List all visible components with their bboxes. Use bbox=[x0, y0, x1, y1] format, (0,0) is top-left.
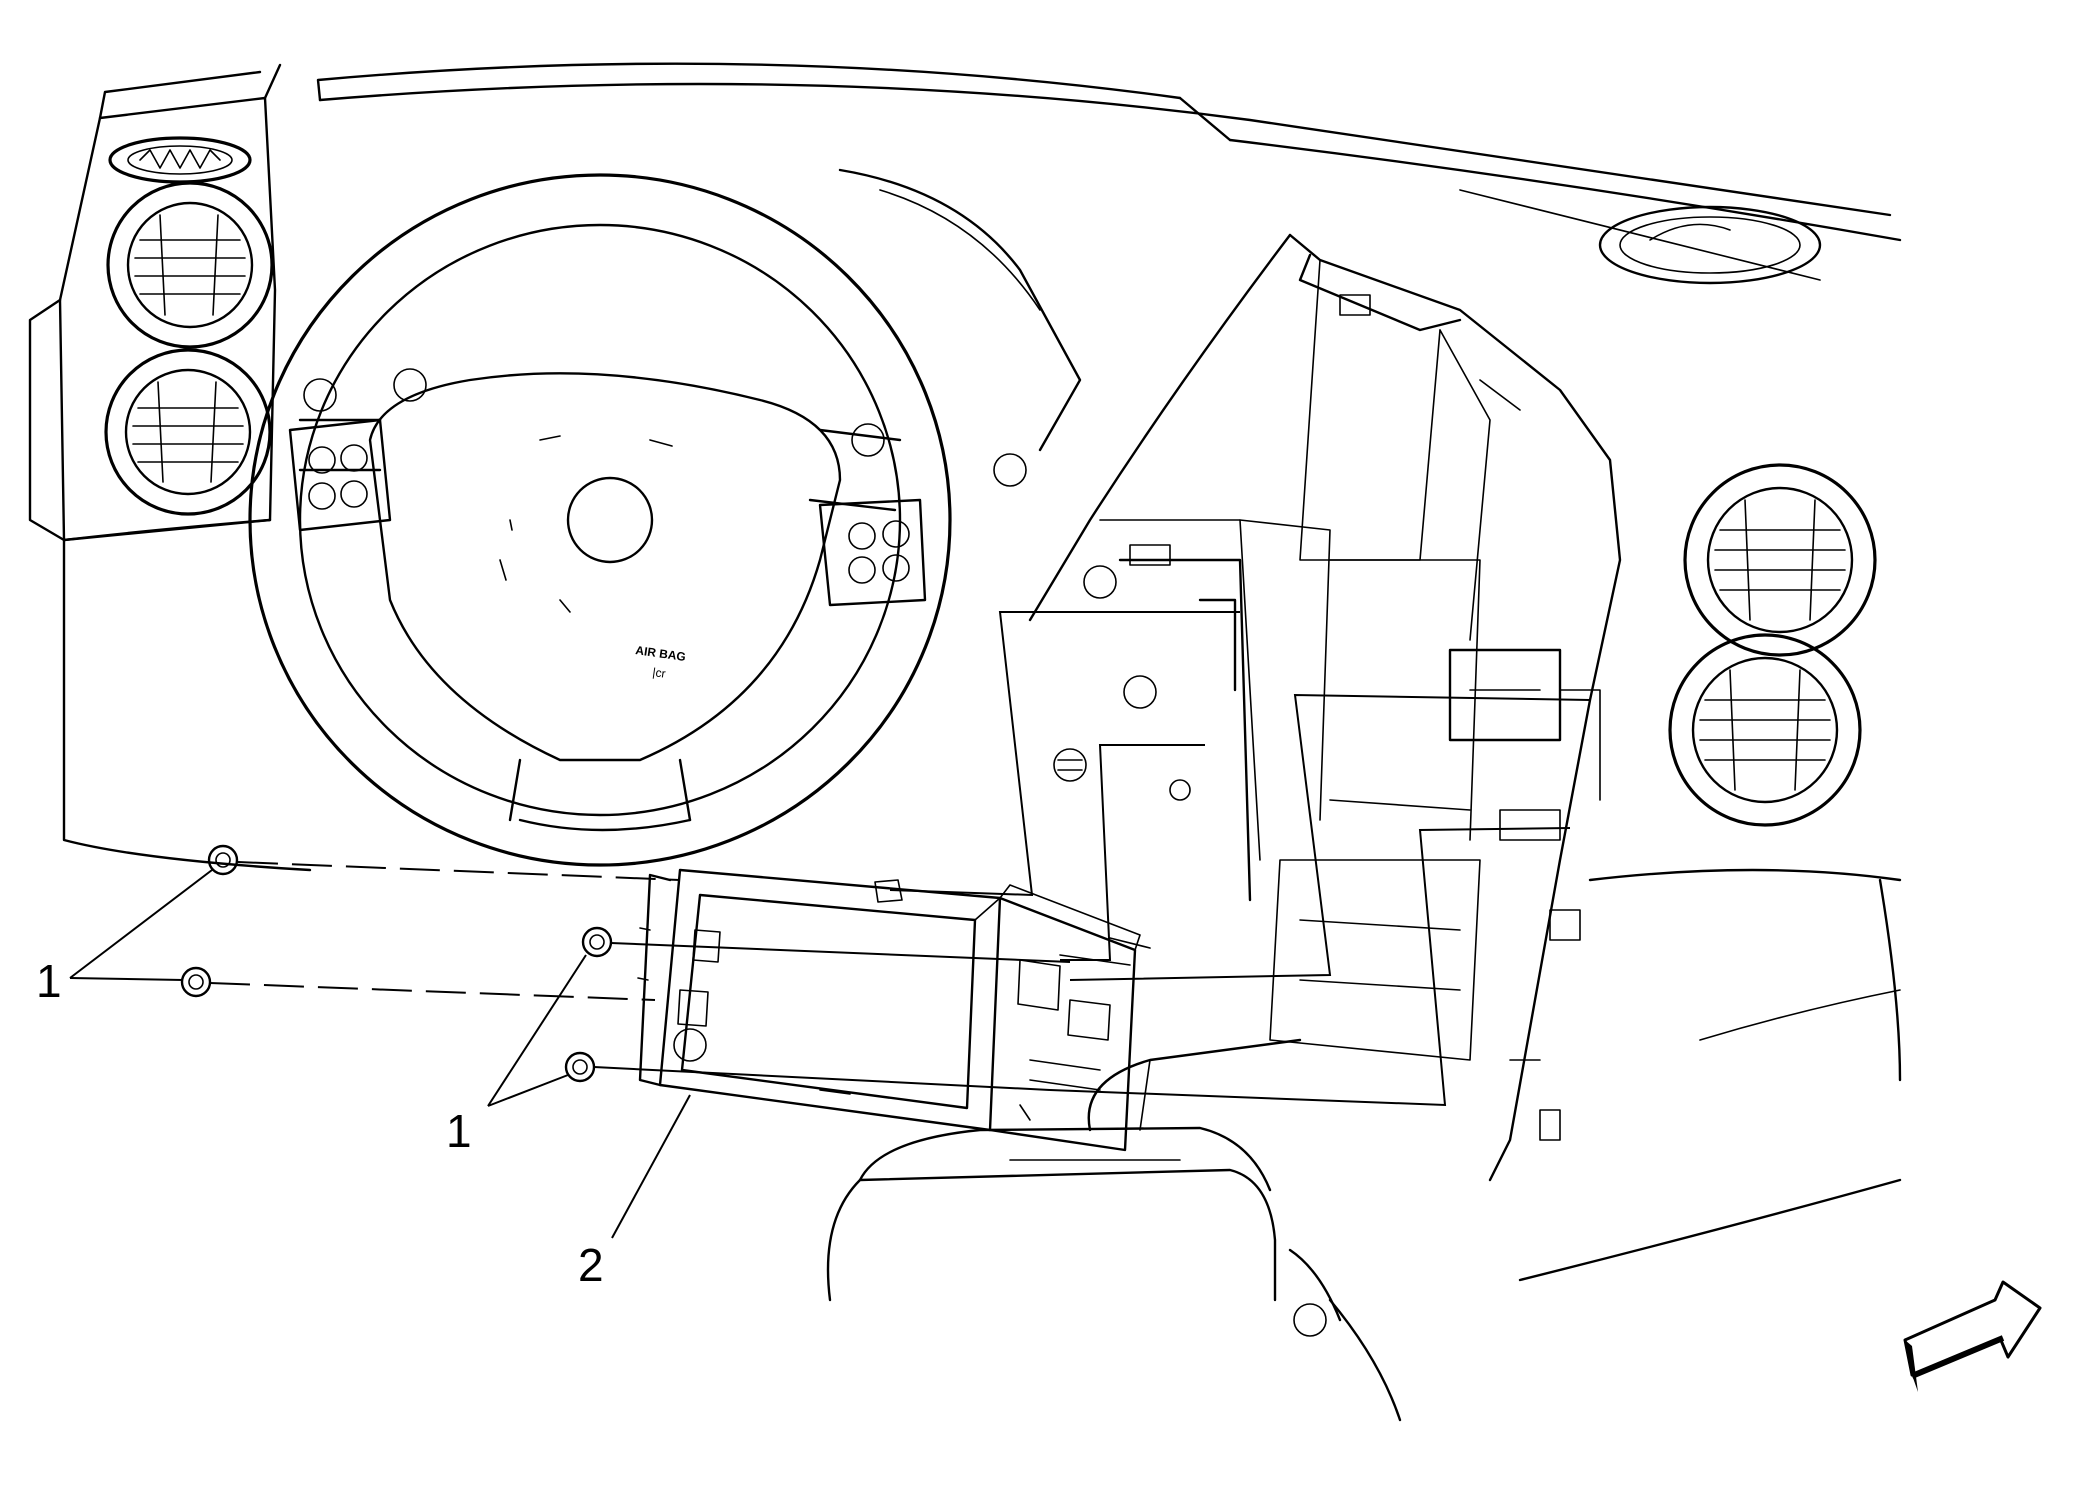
radio-unit bbox=[637, 868, 1151, 1152]
forward-arrow-icon bbox=[1903, 1280, 2042, 1392]
steering-wheel bbox=[248, 173, 952, 867]
callout-1-center: 1 bbox=[446, 1105, 472, 1157]
center-stack-opening bbox=[1028, 233, 1622, 1182]
instrument-hood bbox=[303, 168, 1082, 487]
right-upper-vent bbox=[1683, 463, 1877, 657]
fastener-upper-center bbox=[581, 926, 613, 958]
callout-2: 2 bbox=[578, 1239, 604, 1291]
dashboard-outline bbox=[62, 62, 1902, 1282]
airbag-label: AIR BAG bbox=[635, 643, 687, 664]
airbag-sublabel: |cr bbox=[652, 665, 667, 681]
fastener-lower-left bbox=[180, 966, 212, 998]
dash-speaker bbox=[1598, 205, 1822, 285]
fastener-upper-left bbox=[207, 844, 239, 876]
left-upper-vent bbox=[106, 181, 274, 349]
center-console bbox=[826, 1038, 1402, 1422]
callout-1-left: 1 bbox=[36, 955, 62, 1007]
callout-leaders bbox=[69, 869, 691, 1239]
left-dash-pod bbox=[28, 63, 282, 542]
alignment-lines bbox=[209, 611, 1591, 1107]
left-lower-vent bbox=[104, 348, 272, 516]
right-lower-vent bbox=[1668, 633, 1862, 827]
fastener-lower-center bbox=[564, 1051, 596, 1083]
